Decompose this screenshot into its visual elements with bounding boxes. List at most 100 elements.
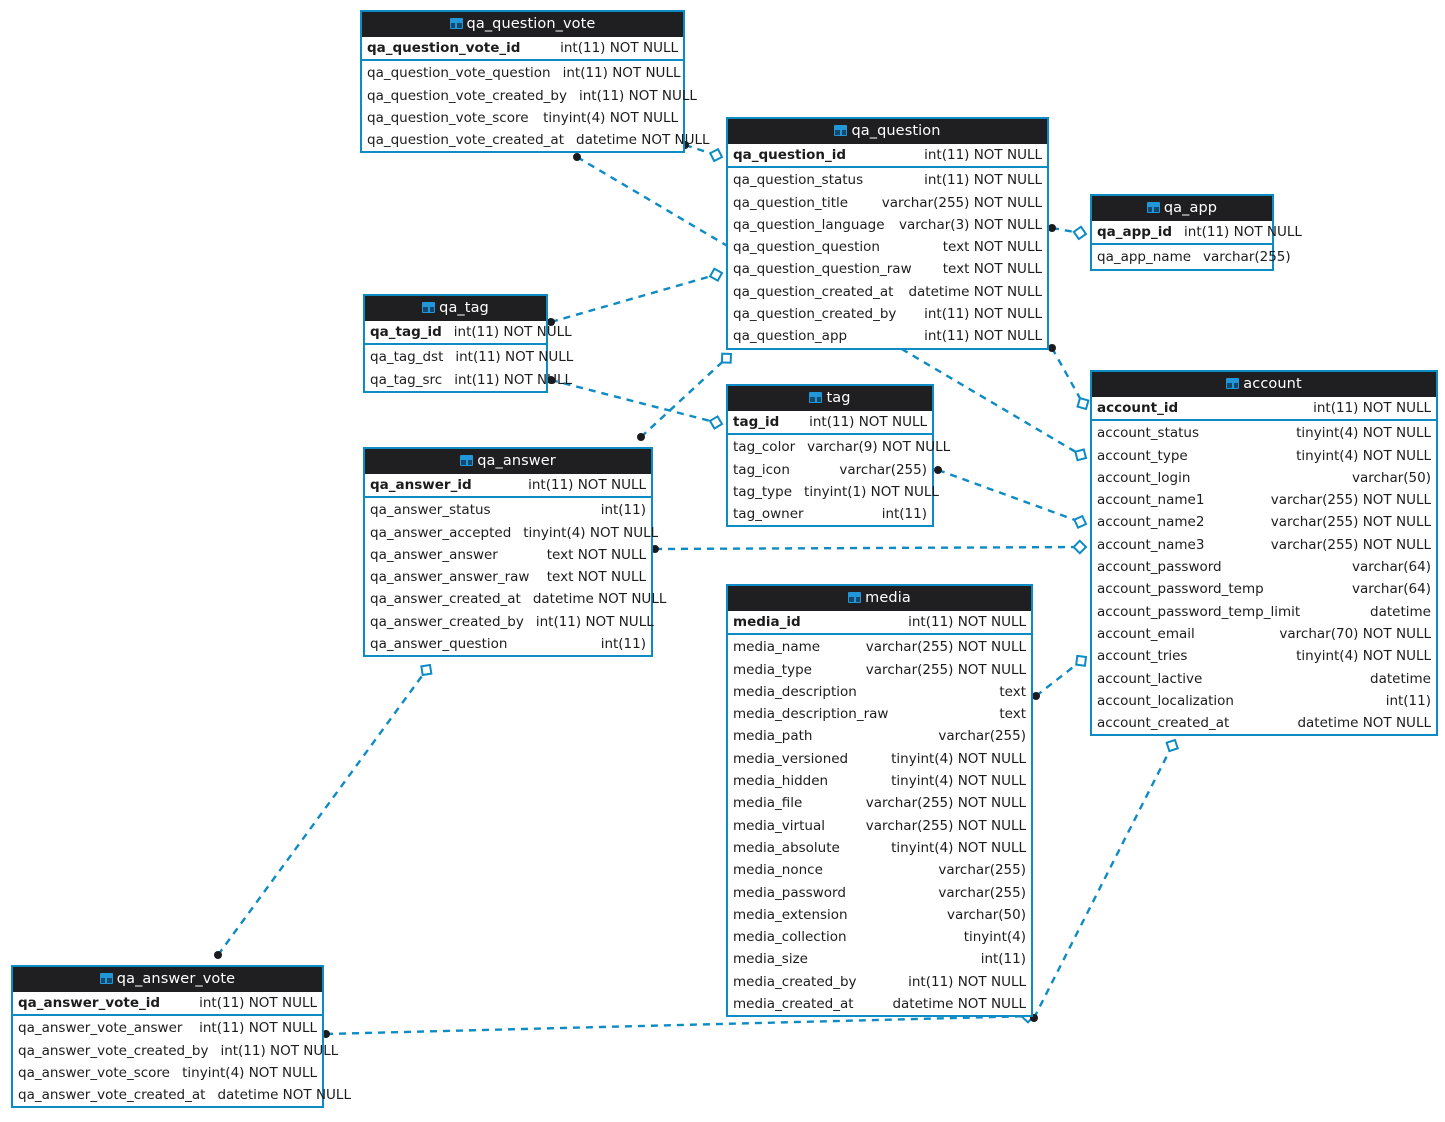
- table-header-qa_app[interactable]: qa_app: [1092, 196, 1272, 221]
- relationship-rel-media-accountbottom[interactable]: [1030, 738, 1179, 1022]
- table-header-qa_tag[interactable]: qa_tag: [365, 296, 546, 321]
- table-header-tag[interactable]: tag: [728, 386, 932, 411]
- relationship-rel-question-account[interactable]: [1048, 344, 1090, 411]
- table-header-qa_answer[interactable]: qa_answer: [365, 449, 651, 474]
- table-header-qa_question_vote[interactable]: qa_question_vote: [362, 12, 683, 37]
- table-header-account[interactable]: account: [1092, 372, 1436, 397]
- relationship-rel-answer-account[interactable]: [651, 539, 1088, 555]
- table-header-qa_question[interactable]: qa_question: [728, 119, 1047, 144]
- relationship-rel-tag-account[interactable]: [934, 466, 1088, 530]
- table-header-qa_answer_vote[interactable]: qa_answer_vote: [13, 967, 322, 992]
- relationship-rel-answer-question[interactable]: [637, 352, 733, 441]
- table-header-media[interactable]: media: [728, 586, 1031, 611]
- relationship-rel-question-app[interactable]: [1048, 224, 1088, 241]
- relationship-rel-media-account[interactable]: [1032, 654, 1088, 700]
